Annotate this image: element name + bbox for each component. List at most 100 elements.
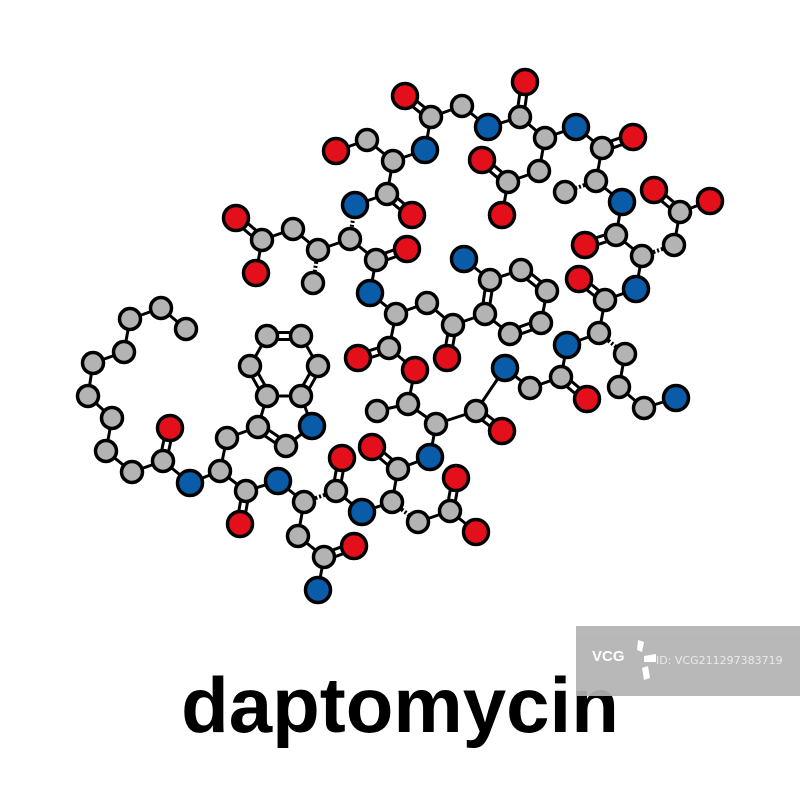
- carbon-atom: [667, 199, 693, 225]
- watermark-logo: VCG: [592, 648, 625, 665]
- carbon-atom: [472, 301, 498, 327]
- nitrogen-atom: [552, 330, 582, 360]
- oxygen-atom: [461, 517, 491, 547]
- carbon-atom: [589, 135, 615, 161]
- carbon-atom: [364, 398, 390, 424]
- oxygen-atom: [695, 186, 725, 216]
- oxygen-atom: [339, 531, 369, 561]
- carbon-atom: [495, 169, 521, 195]
- carbon-atom: [305, 353, 331, 379]
- carbon-atom: [285, 523, 311, 549]
- carbon-atom: [592, 287, 618, 313]
- carbon-atom: [405, 509, 431, 535]
- carbon-atom: [552, 179, 578, 205]
- carbon-atom: [148, 295, 174, 321]
- oxygen-atom: [510, 67, 540, 97]
- nitrogen-atom: [297, 411, 327, 441]
- carbon-atom: [423, 411, 449, 437]
- carbon-atom: [449, 93, 475, 119]
- carbon-atom: [534, 278, 560, 304]
- carbon-atom: [305, 237, 331, 263]
- carbon-atom: [379, 489, 405, 515]
- nitrogen-atom: [561, 112, 591, 142]
- carbon-atom: [117, 306, 143, 332]
- carbon-atom: [254, 383, 280, 409]
- atoms-layer: [75, 67, 725, 605]
- carbon-atom: [517, 375, 543, 401]
- carbon-atom: [376, 335, 402, 361]
- oxygen-atom: [432, 343, 462, 373]
- carbon-atom: [245, 414, 271, 440]
- carbon-atom: [237, 353, 263, 379]
- carbon-atom: [661, 232, 687, 258]
- carbon-atom: [273, 433, 299, 459]
- carbon-atom: [395, 391, 421, 417]
- carbon-atom: [99, 405, 125, 431]
- molecule-name-title: daptomycin: [181, 661, 619, 749]
- nitrogen-atom: [340, 190, 370, 220]
- carbon-atom: [300, 270, 326, 296]
- carbon-atom: [586, 320, 612, 346]
- nitrogen-atom: [175, 468, 205, 498]
- carbon-atom: [207, 458, 233, 484]
- nitrogen-atom: [415, 442, 445, 472]
- carbon-atom: [311, 544, 337, 570]
- oxygen-atom: [441, 463, 471, 493]
- oxygen-atom: [241, 258, 271, 288]
- carbon-atom: [497, 321, 523, 347]
- carbon-atom: [119, 459, 145, 485]
- oxygen-atom: [487, 200, 517, 230]
- carbon-atom: [385, 456, 411, 482]
- nitrogen-atom: [621, 274, 651, 304]
- nitrogen-atom: [490, 353, 520, 383]
- carbon-atom: [214, 425, 240, 451]
- carbon-atom: [612, 341, 638, 367]
- carbon-atom: [583, 168, 609, 194]
- carbon-atom: [254, 323, 280, 349]
- carbon-atom: [380, 148, 406, 174]
- carbon-atom: [507, 104, 533, 130]
- carbon-atom: [75, 383, 101, 409]
- nitrogen-atom: [449, 244, 479, 274]
- oxygen-atom: [639, 175, 669, 205]
- nitrogen-atom: [410, 135, 440, 165]
- carbon-atom: [233, 478, 259, 504]
- carbon-atom: [80, 350, 106, 376]
- nitrogen-atom: [303, 575, 333, 605]
- carbon-atom: [150, 448, 176, 474]
- oxygen-atom: [155, 413, 185, 443]
- oxygen-atom: [357, 432, 387, 462]
- watermark-id: ID: VCG211297383719: [656, 654, 783, 667]
- watermark-badge: VCG ID: VCG211297383719: [576, 626, 800, 696]
- nitrogen-atom: [607, 187, 637, 217]
- nitrogen-atom: [473, 112, 503, 142]
- oxygen-atom: [397, 200, 427, 230]
- carbon-atom: [528, 310, 554, 336]
- oxygen-atom: [618, 122, 648, 152]
- carbon-atom: [288, 383, 314, 409]
- carbon-atom: [440, 312, 466, 338]
- carbon-atom: [631, 395, 657, 421]
- nitrogen-atom: [661, 383, 691, 413]
- carbon-atom: [414, 290, 440, 316]
- carbon-atom: [337, 226, 363, 252]
- oxygen-atom: [390, 81, 420, 111]
- oxygen-atom: [467, 145, 497, 175]
- carbon-atom: [354, 127, 380, 153]
- carbon-atom: [508, 257, 534, 283]
- oxygen-atom: [225, 509, 255, 539]
- carbon-atom: [288, 323, 314, 349]
- carbon-atom: [363, 247, 389, 273]
- oxygen-atom: [343, 343, 373, 373]
- carbon-atom: [526, 158, 552, 184]
- nitrogen-atom: [263, 466, 293, 496]
- carbon-atom: [629, 243, 655, 269]
- carbon-atom: [93, 438, 119, 464]
- carbon-atom: [418, 104, 444, 130]
- nitrogen-atom: [355, 278, 385, 308]
- nitrogen-atom: [347, 497, 377, 527]
- oxygen-atom: [400, 355, 430, 385]
- carbon-atom: [603, 222, 629, 248]
- carbon-atom: [606, 374, 632, 400]
